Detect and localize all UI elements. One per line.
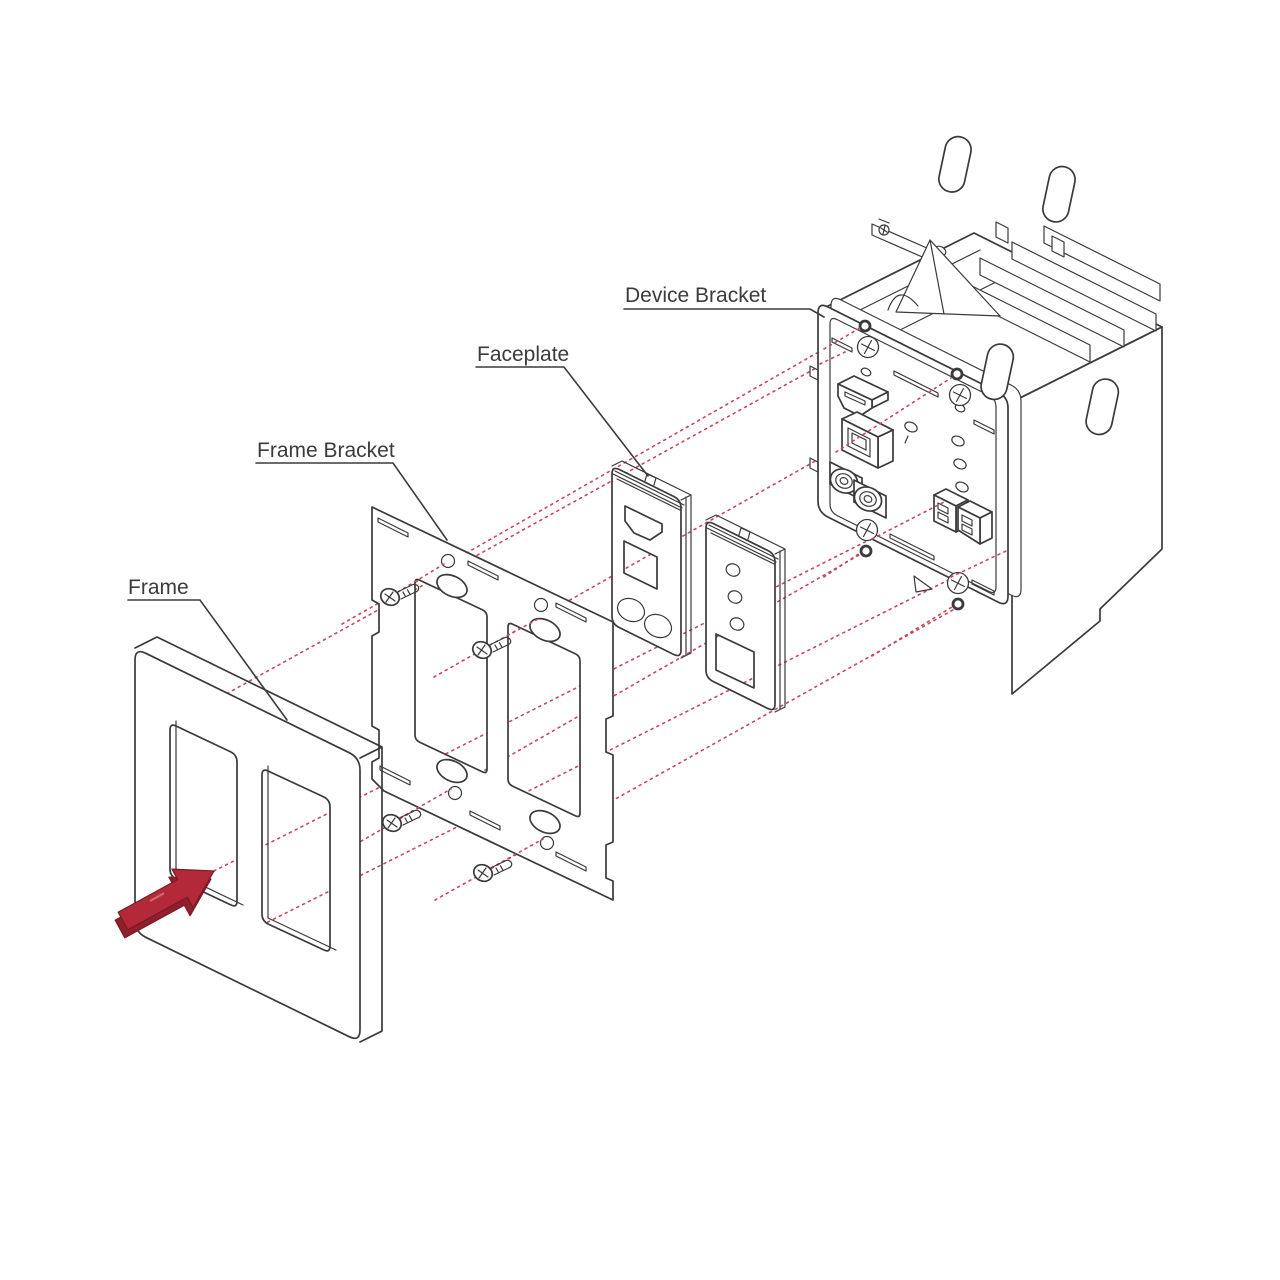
bracket-slots <box>377 517 587 872</box>
rca-jacks <box>829 461 887 519</box>
wall-clamp <box>871 218 1001 317</box>
labels: Frame Frame Bracket Faceplate Device Bra… <box>127 284 825 721</box>
frame-bracket-label-text: Frame Bracket <box>257 439 395 462</box>
leader-line <box>255 462 448 541</box>
frame-plate <box>134 650 361 1040</box>
screw <box>470 859 513 886</box>
heatsink-fins <box>947 221 1161 363</box>
faceplate-label-text: Faceplate <box>477 343 569 366</box>
plate-holes <box>860 367 969 493</box>
mounting-ear-bottom-left <box>855 343 1015 558</box>
device-box-side <box>1011 326 1163 695</box>
insertion-arrow-icon <box>114 868 215 939</box>
device-bracket-label-text: Device Bracket <box>625 284 766 307</box>
alignment-line-overlays-device <box>819 327 1007 657</box>
faceplate-left <box>611 460 692 659</box>
faceplate-right-body <box>705 521 776 711</box>
frame-bracket <box>371 506 614 901</box>
frame-label-text: Frame <box>128 576 189 599</box>
frame-bracket-plate <box>371 506 614 901</box>
rca-hole <box>616 597 646 623</box>
label-device-bracket: Device Bracket <box>623 284 825 318</box>
mounting-ear-top-right <box>948 165 1076 407</box>
frame <box>134 636 383 1043</box>
mounting-ear-top-left <box>856 135 972 359</box>
hdmi-connector <box>837 375 889 417</box>
latch-tab <box>913 575 933 593</box>
faceplate-right <box>705 514 786 713</box>
device-bracket <box>809 135 1163 695</box>
leader-line <box>127 599 288 721</box>
mounting-ear-bottom-right <box>946 378 1120 611</box>
plate-slots <box>831 337 995 596</box>
usb-connector <box>841 411 894 469</box>
label-frame: Frame <box>127 576 288 721</box>
rca-hole <box>643 613 673 639</box>
label-faceplate: Faceplate <box>475 343 649 477</box>
led-hole <box>727 590 743 604</box>
led-hole <box>729 617 745 631</box>
label-frame-bracket: Frame Bracket <box>255 439 448 541</box>
keyhole-slots <box>436 553 561 851</box>
screw <box>379 809 422 836</box>
leader-line <box>623 308 825 318</box>
led-hole <box>725 563 741 577</box>
terminal-blocks <box>933 488 993 545</box>
leader-line <box>475 366 649 477</box>
